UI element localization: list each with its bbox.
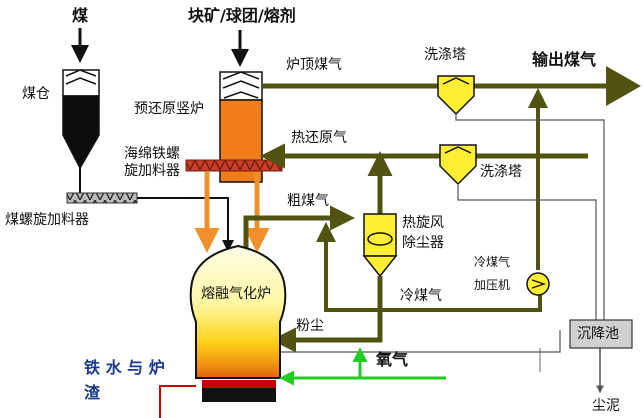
cyclone-label-2: 除尘器 <box>402 235 444 251</box>
melter-gasifier <box>189 244 287 402</box>
output-gas-label: 输出煤气 <box>532 50 597 69</box>
hot-metal-slag-label-1: 铁 水 与 炉 <box>84 358 165 377</box>
sludge-water-line-top <box>455 114 605 320</box>
sponge-iron-screw-feeder <box>185 159 283 172</box>
coal-bunker-label: 煤仓 <box>22 86 50 102</box>
feed-materials-label: 块矿/球团/熔剂 <box>188 6 296 25</box>
hot-metal-slag-label-2: 渣 <box>84 383 101 402</box>
sludge-water-line-mid <box>457 184 597 320</box>
cold-gas-label: 冷煤气 <box>400 288 442 304</box>
dust-return-line <box>271 276 383 353</box>
coal-bunker <box>62 69 100 194</box>
settling-pond <box>569 319 633 349</box>
settling-pond-label: 沉降池 <box>577 326 619 342</box>
scrubber-mid-label: 洗涤塔 <box>480 164 522 180</box>
oxygen-label: 氧气 <box>376 350 409 369</box>
top-gas-label: 炉顶煤气 <box>286 57 342 73</box>
dust-label: 粉尘 <box>296 318 324 334</box>
sludge-label: 尘泥 <box>592 398 620 414</box>
sponge-iron-feeder-label-2: 旋加料器 <box>124 163 180 179</box>
cyclone-label-1: 热旋风 <box>402 215 444 231</box>
hot-reducing-gas-label: 热还原气 <box>291 130 347 146</box>
hot-metal-tap-line <box>159 385 196 418</box>
compressor-label-2: 加压机 <box>474 278 511 292</box>
scrubber-top-label: 洗涤塔 <box>424 47 466 63</box>
raw-gas-label: 粗煤气 <box>287 193 329 209</box>
cold-gas-line <box>316 222 542 312</box>
compressor-label-1: 冷煤气 <box>474 255 511 269</box>
hot-cyclone <box>362 213 398 278</box>
cold-gas-compressor <box>526 272 550 296</box>
coal-screw-feeder-label: 煤螺旋加料器 <box>5 212 89 228</box>
sponge-iron-feeder-label-1: 海绵铁螺 <box>124 146 180 162</box>
prereduction-shaft-label: 预还原竖炉 <box>134 101 204 117</box>
gasifier-water-line <box>269 330 561 360</box>
scrubber-mid <box>439 144 477 186</box>
coal-feed-line <box>137 197 234 252</box>
raw-gas-line <box>243 205 355 253</box>
melter-gasifier-label: 熔融气化炉 <box>201 286 271 302</box>
coal-label: 煤 <box>72 6 89 25</box>
scrubber-top <box>437 75 475 116</box>
coal-screw-feeder <box>66 192 138 204</box>
